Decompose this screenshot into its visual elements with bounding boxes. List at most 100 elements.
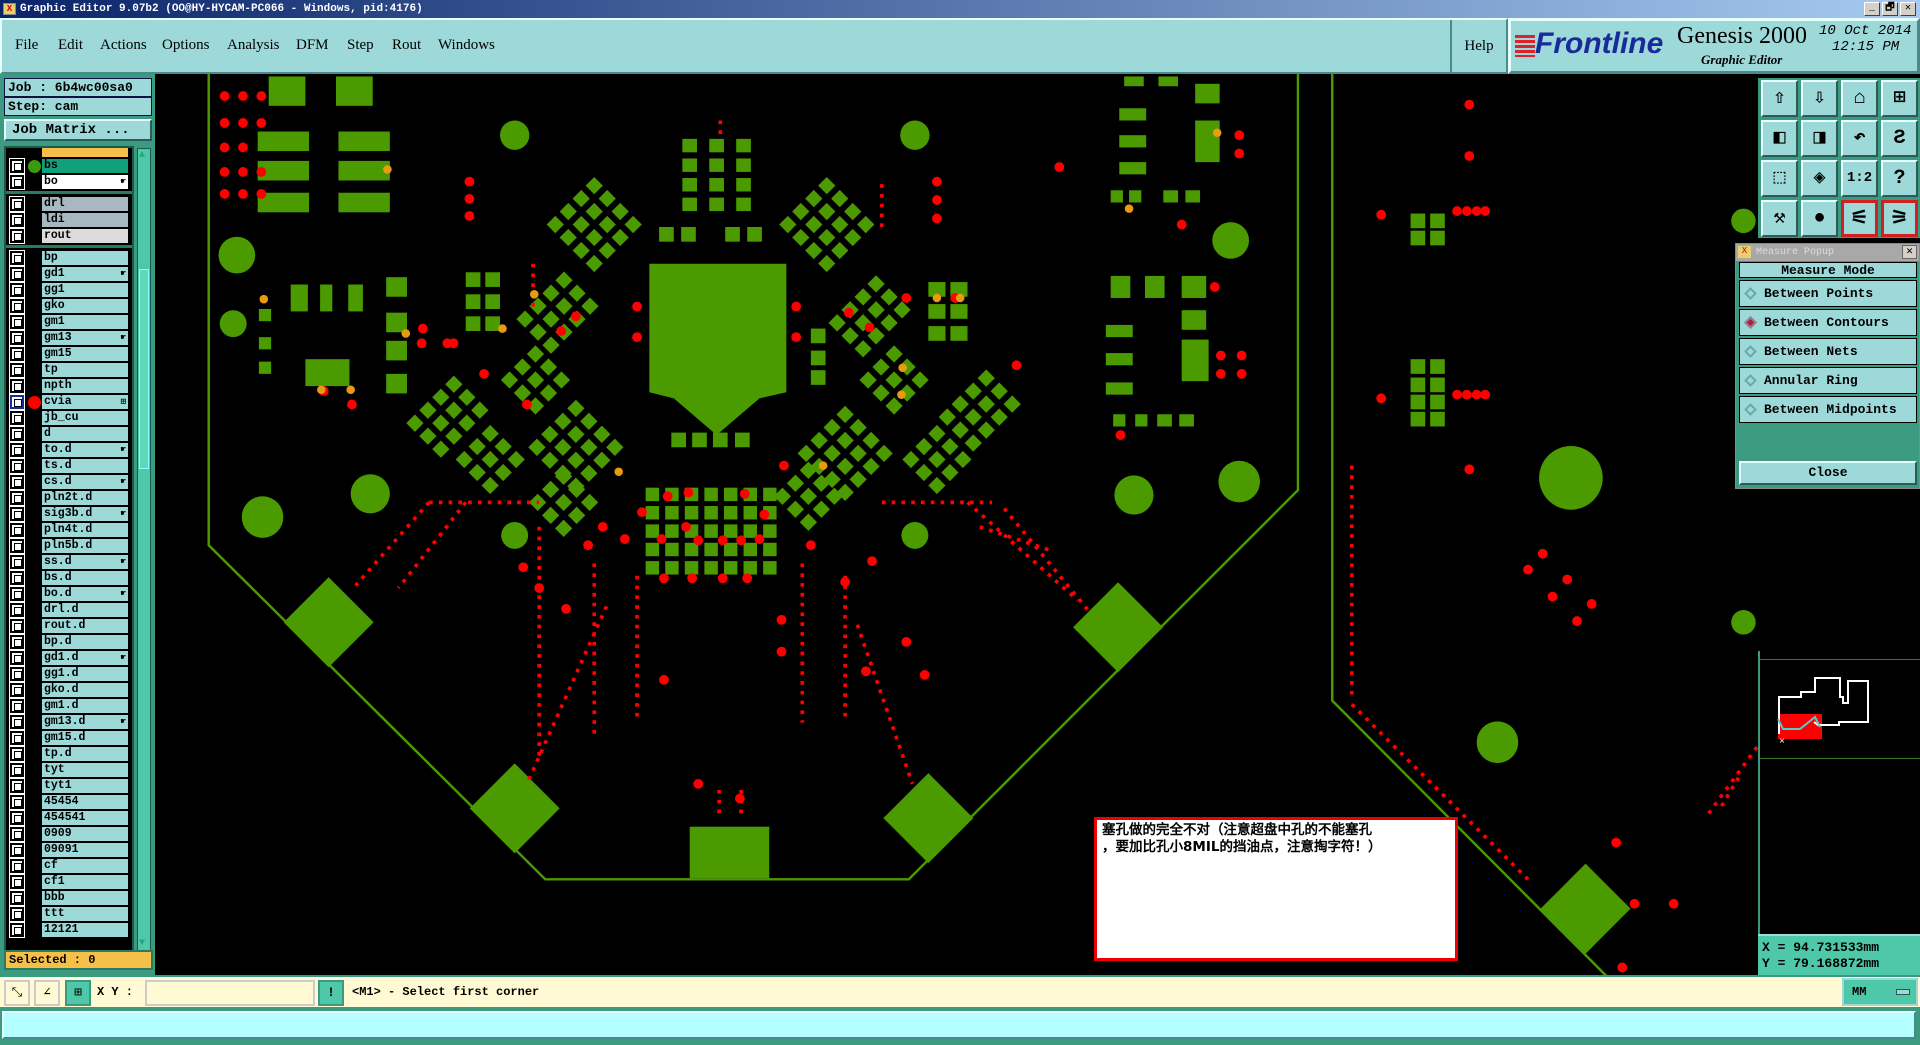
redraw-icon[interactable]: Ƨ — [1881, 120, 1918, 157]
net-select-icon[interactable]: ⚞ — [1881, 200, 1918, 237]
layer-checkbox[interactable] — [9, 554, 25, 570]
layer-checkbox[interactable] — [9, 874, 25, 890]
help-icon[interactable]: ? — [1881, 160, 1918, 197]
layer-checkbox[interactable] — [9, 362, 25, 378]
overview-map[interactable]: × — [1758, 651, 1920, 939]
layer-row[interactable]: pln4t.d — [6, 522, 132, 538]
layer-row[interactable]: 0909 — [6, 826, 132, 842]
layer-checkbox[interactable] — [9, 778, 25, 794]
restore-button[interactable]: 🗗 — [1882, 2, 1898, 16]
minimize-button[interactable]: _ — [1864, 2, 1880, 16]
layer-checkbox[interactable] — [9, 890, 25, 906]
layer-row[interactable]: tp.d — [6, 746, 132, 762]
layer-row[interactable]: ss.d☛ — [6, 554, 132, 570]
layer-row[interactable]: drl.d — [6, 602, 132, 618]
layer-row[interactable]: gg1 — [6, 282, 132, 298]
layer-checkbox[interactable] — [9, 410, 25, 426]
radio-icon[interactable] — [1744, 316, 1757, 329]
layer-checkbox[interactable] — [9, 378, 25, 394]
scale-1-2-icon[interactable]: 1:2 — [1841, 160, 1878, 197]
layer-checkbox[interactable] — [9, 794, 25, 810]
layer-row[interactable]: gm13☛ — [6, 330, 132, 346]
popup-close-icon[interactable]: ✕ — [1902, 245, 1917, 259]
layer-row[interactable]: cvia⊞ — [6, 394, 132, 410]
pan-left-icon[interactable]: ◧ — [1761, 120, 1798, 157]
layer-row[interactable]: d — [6, 426, 132, 442]
layer-checkbox[interactable] — [9, 174, 25, 190]
layer-row[interactable]: tyt1 — [6, 778, 132, 794]
layer-checkbox[interactable] — [9, 586, 25, 602]
layer-checkbox[interactable] — [9, 858, 25, 874]
layer-row[interactable]: 09091 — [6, 842, 132, 858]
layer-row[interactable]: cs.d☛ — [6, 474, 132, 490]
layer-checkbox[interactable] — [9, 474, 25, 490]
menu-dfm[interactable]: DFM — [296, 37, 329, 53]
menu-file[interactable]: File — [15, 37, 39, 53]
home-icon[interactable]: ⌂ — [1841, 80, 1878, 117]
layer-row[interactable]: tp — [6, 362, 132, 378]
layer-row[interactable]: bp.d — [6, 634, 132, 650]
zoom-fit-icon[interactable]: ⬚ — [1761, 160, 1798, 197]
zoom-out-page-icon[interactable]: ⇩ — [1801, 80, 1838, 117]
layer-checkbox[interactable] — [9, 810, 25, 826]
layer-checkbox[interactable] — [9, 158, 25, 174]
layer-row[interactable]: npth — [6, 378, 132, 394]
scroll-down-icon[interactable]: ▼ — [139, 938, 146, 949]
layer-row[interactable]: jb_cu — [6, 410, 132, 426]
measure-option[interactable]: Between Contours — [1739, 309, 1917, 336]
layer-checkbox[interactable] — [9, 298, 25, 314]
graphic-canvas[interactable] — [155, 74, 1759, 977]
layer-row[interactable]: ts.d — [6, 458, 132, 474]
layer-row[interactable]: bbb — [6, 890, 132, 906]
layer-checkbox[interactable] — [9, 746, 25, 762]
pan-right-icon[interactable]: ◨ — [1801, 120, 1838, 157]
measure-tool-icon[interactable]: ⤡ — [4, 980, 30, 1006]
snap-icon[interactable]: ● — [1801, 200, 1838, 237]
scroll-up-icon[interactable]: ▲ — [139, 150, 146, 161]
measure-option[interactable]: Between Points — [1739, 280, 1917, 307]
layer-row[interactable]: gm13.d☛ — [6, 714, 132, 730]
layer-row[interactable]: bo.d☛ — [6, 586, 132, 602]
layer-checkbox[interactable] — [9, 426, 25, 442]
layer-checkbox[interactable] — [9, 330, 25, 346]
layer-checkbox[interactable] — [9, 506, 25, 522]
layer-checkbox[interactable] — [9, 266, 25, 282]
layer-checkbox[interactable] — [9, 666, 25, 682]
layer-checkbox[interactable] — [9, 314, 25, 330]
layer-checkbox[interactable] — [9, 228, 25, 244]
radio-icon[interactable] — [1744, 374, 1757, 387]
layer-row[interactable]: gm15 — [6, 346, 132, 362]
zoom-in-page-icon[interactable]: ⇧ — [1761, 80, 1798, 117]
layer-row[interactable]: gko.d — [6, 682, 132, 698]
layer-row[interactable]: bp — [6, 250, 132, 266]
layer-checkbox[interactable] — [9, 922, 25, 938]
layer-row[interactable]: cf — [6, 858, 132, 874]
menu-windows[interactable]: Windows — [438, 37, 495, 53]
scroll-thumb[interactable] — [139, 269, 149, 469]
layer-row[interactable]: to.d☛ — [6, 442, 132, 458]
layer-row[interactable]: ttt — [6, 906, 132, 922]
layer-row[interactable]: gg1.d — [6, 666, 132, 682]
layer-checkbox[interactable] — [9, 538, 25, 554]
layer-checkbox[interactable] — [9, 442, 25, 458]
menu-analysis[interactable]: Analysis — [227, 37, 280, 53]
layer-checkbox[interactable] — [9, 570, 25, 586]
layer-row[interactable]: rout.d — [6, 618, 132, 634]
layer-row[interactable]: bs.d — [6, 570, 132, 586]
layer-checkbox[interactable] — [9, 650, 25, 666]
layer-checkbox[interactable] — [9, 250, 25, 266]
menu-options[interactable]: Options — [162, 37, 210, 53]
layer-checkbox[interactable] — [9, 634, 25, 650]
snap-grid-icon[interactable]: ⊞ — [65, 980, 91, 1006]
layer-checkbox[interactable] — [9, 698, 25, 714]
alert-icon[interactable]: ! — [318, 980, 344, 1006]
radio-icon[interactable] — [1744, 345, 1757, 358]
layer-checkbox[interactable] — [9, 394, 25, 410]
layer-checkbox[interactable] — [9, 346, 25, 362]
layer-checkbox[interactable] — [9, 282, 25, 298]
layer-row[interactable]: gd1.d☛ — [6, 650, 132, 666]
layer-row[interactable]: 45454 — [6, 794, 132, 810]
close-button[interactable]: Close — [1739, 461, 1917, 485]
layer-row[interactable]: gd1☛ — [6, 266, 132, 282]
layer-row[interactable]: pln2t.d — [6, 490, 132, 506]
